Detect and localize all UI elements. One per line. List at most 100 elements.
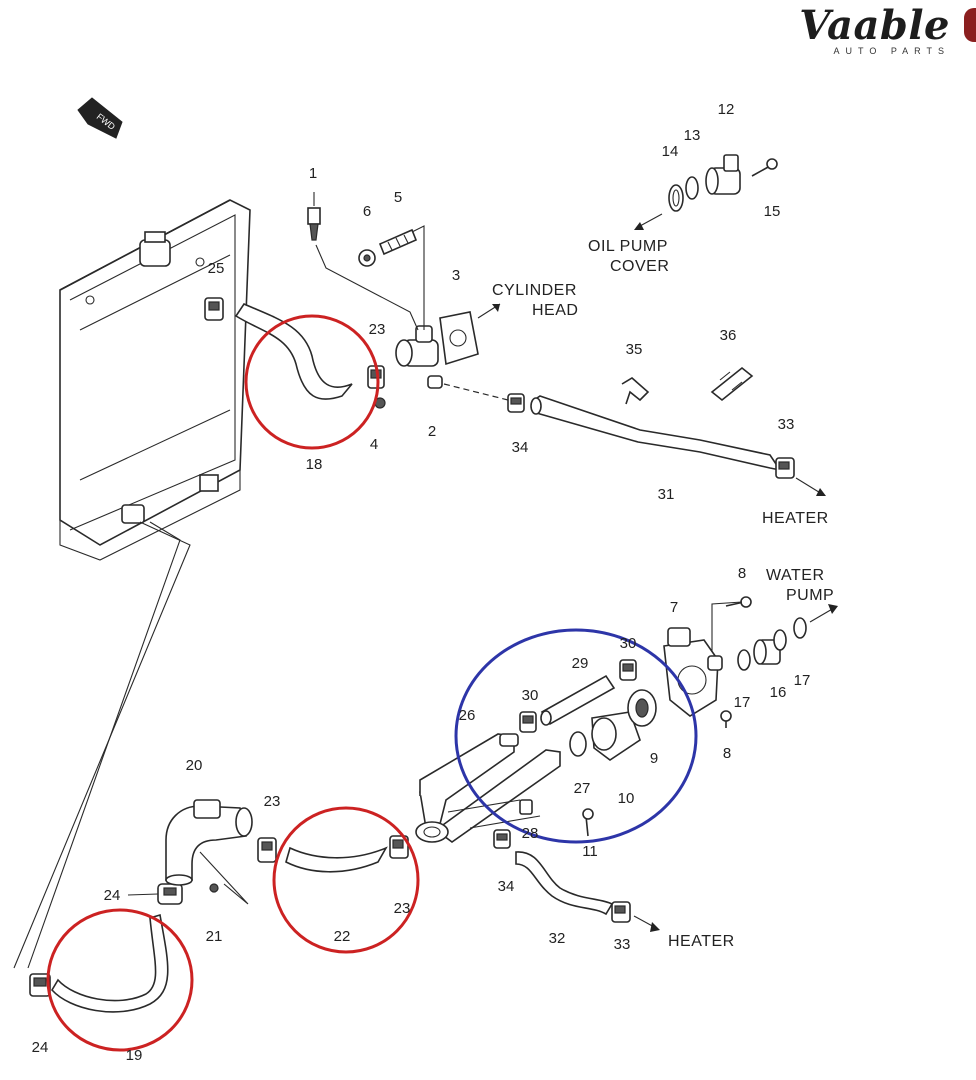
part-number-2: 2 [428, 423, 436, 440]
part-number-35: 35 [626, 341, 643, 358]
thermostat-9 [627, 689, 657, 727]
clamp-30-left [519, 711, 537, 733]
brand-tagline: AUTO PARTS [833, 46, 950, 56]
part-number-24-lower: 24 [32, 1039, 49, 1056]
part-number-10: 10 [618, 790, 635, 807]
cylinder-head-arrow [477, 303, 501, 319]
clamp-23-lower-right [389, 835, 409, 859]
stud-5 [378, 228, 418, 256]
part-number-34-lower: 34 [498, 878, 515, 895]
oil-pump-arrow [634, 213, 663, 230]
part-number-3: 3 [452, 267, 460, 284]
part-number-18: 18 [306, 456, 323, 473]
leader-1 [315, 244, 419, 331]
part-number-23-lower-right: 23 [394, 900, 411, 917]
part-number-13: 13 [684, 127, 701, 144]
heater-label-upper: HEATER [762, 510, 829, 527]
part-number-7: 7 [670, 599, 678, 616]
part-number-22: 22 [334, 928, 351, 945]
bolt-8-lower [720, 710, 732, 728]
part-number-16: 16 [770, 684, 787, 701]
union-16 [753, 629, 787, 665]
part-number-30-right: 30 [620, 635, 637, 652]
lower-hose-pipe [13, 521, 191, 1013]
clamp-33-lower [611, 901, 631, 923]
clamp-28 [519, 799, 533, 815]
part-number-24-upper: 24 [104, 887, 121, 904]
part-number-15: 15 [764, 203, 781, 220]
leader-5 [411, 225, 425, 330]
part-number-5: 5 [394, 189, 402, 206]
clamp-24-left [29, 973, 51, 997]
heater-hose-31 [530, 395, 782, 472]
heater-hose-32 [515, 851, 614, 916]
o-ring-14 [668, 184, 684, 212]
clamp-34-lower [493, 829, 511, 849]
cylinder-head-label-line2: HEAD [532, 302, 578, 319]
hose-22 [285, 846, 388, 873]
clip-36 [710, 366, 754, 402]
part-number-12: 12 [718, 101, 735, 118]
clamp-23-upper [367, 365, 385, 389]
water-outlet [395, 311, 479, 389]
highlight-circle-hose-18 [244, 314, 380, 450]
part-number-32: 32 [549, 930, 566, 947]
clamp-33-upper [775, 457, 795, 479]
leader-8 [711, 601, 743, 652]
fwd-arrow-icon: FWD [77, 97, 123, 139]
part-number-33-upper: 33 [778, 416, 795, 433]
clamp-25 [204, 297, 224, 321]
highlight-circle-hose-22 [272, 806, 420, 954]
part-number-31: 31 [658, 486, 675, 503]
water-pipe-26 [415, 733, 561, 843]
thermostat-cap-10 [591, 711, 641, 761]
o-ring-13 [685, 176, 699, 200]
part-number-23-lower-left: 23 [264, 793, 281, 810]
part-number-4: 4 [370, 436, 378, 453]
part-number-11: 11 [582, 843, 598, 860]
part-number-34-upper: 34 [512, 439, 529, 456]
radiator [59, 199, 251, 561]
part-number-30-left: 30 [522, 687, 539, 704]
part-number-6: 6 [363, 203, 371, 220]
bolt-11 [582, 808, 594, 837]
part-number-8-upper: 8 [738, 565, 746, 582]
part-number-21: 21 [206, 928, 223, 945]
oil-pump-connector-12 [705, 154, 741, 195]
part-number-33-lower: 33 [614, 936, 631, 953]
o-ring-17-left [737, 649, 751, 671]
part-number-9: 9 [650, 750, 658, 767]
part-number-27: 27 [574, 780, 591, 797]
part-number-14: 14 [662, 143, 679, 160]
bolt-15 [751, 158, 778, 177]
part-number-25: 25 [208, 260, 225, 277]
brand-logo: Vaable [799, 2, 950, 49]
clamp-23-lower-left [257, 837, 277, 863]
water-pump-arrow [809, 604, 838, 623]
upper-radiator-hose [234, 302, 353, 400]
part-number-23-upper: 23 [369, 321, 386, 338]
part-number-1: 1 [309, 165, 317, 182]
water-pump-label-line1: WATER [766, 567, 825, 584]
plug-6 [358, 249, 376, 267]
part-number-26: 26 [459, 707, 476, 724]
bolt-21 [209, 883, 219, 893]
part-number-19: 19 [126, 1047, 143, 1064]
highlight-circle-thermostat-group [454, 628, 698, 844]
part-number-17-left: 17 [734, 694, 751, 711]
part-number-29: 29 [572, 655, 589, 672]
heater-arrow-lower [633, 915, 660, 932]
o-ring-17-right [793, 617, 807, 639]
part-number-36: 36 [720, 327, 737, 344]
oil-pump-cover-label-line2: COVER [610, 258, 669, 275]
logo-accent [964, 8, 976, 42]
clamp-24-right [127, 883, 183, 905]
clip-35 [621, 377, 650, 405]
part-number-28: 28 [522, 825, 539, 842]
highlight-circle-hose-19 [46, 908, 194, 1052]
part-number-8-lower: 8 [723, 745, 731, 762]
water-pump-label-line2: PUMP [786, 587, 834, 604]
gasket-27 [569, 731, 587, 757]
part-number-17-right: 17 [794, 672, 811, 689]
